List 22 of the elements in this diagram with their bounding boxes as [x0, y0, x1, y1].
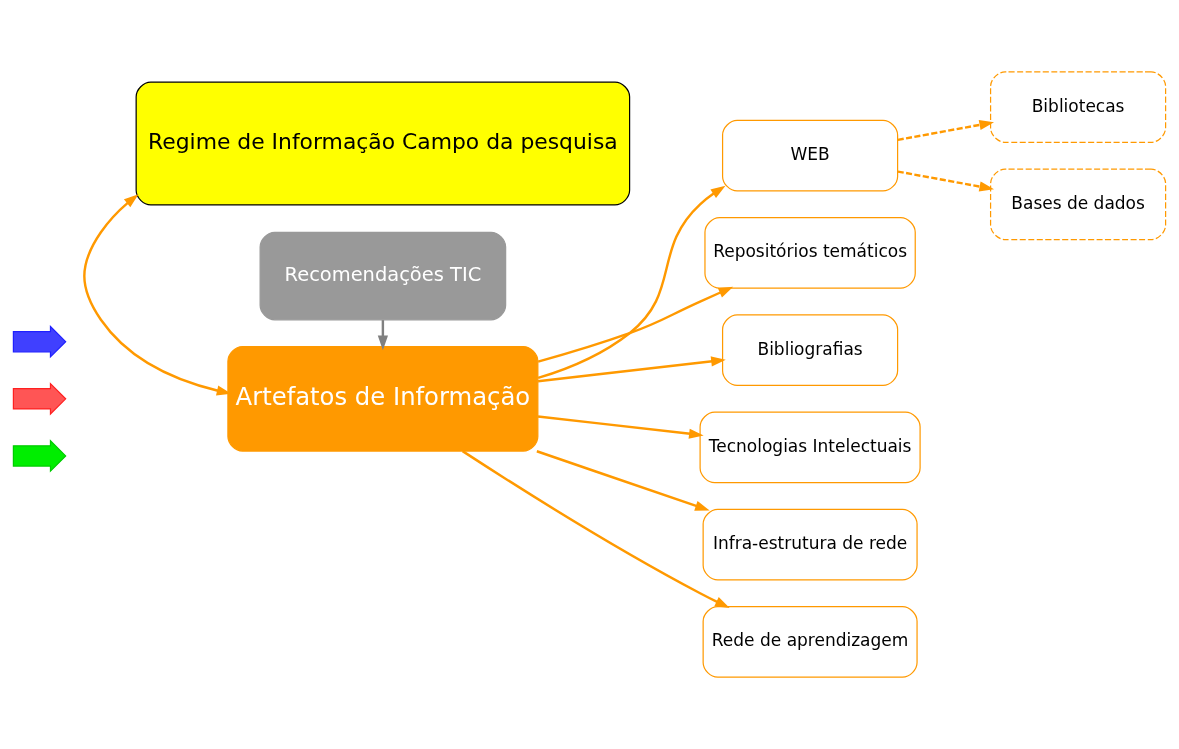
- node-box: WEB: [722, 119, 899, 192]
- node-box: Rede de aprendizagem: [702, 606, 918, 678]
- node-arrow: [12, 382, 67, 416]
- node-box: Regime de Informação Campo da pesquisa: [135, 81, 631, 206]
- node-box: Artefatos de Informação: [227, 345, 539, 452]
- node-arrow: [12, 439, 67, 473]
- node-box: Recomendações TIC: [259, 231, 507, 321]
- node-arrow: [12, 325, 67, 359]
- node-box: Bases de dados: [990, 168, 1167, 241]
- arrow: [537, 415, 704, 439]
- arrow: [897, 170, 994, 192]
- arrow: [536, 450, 710, 511]
- arrow: [537, 286, 734, 363]
- arrow: [537, 185, 726, 380]
- node-box: Infra-estrutura de rede: [702, 508, 918, 581]
- arrow: [537, 356, 726, 383]
- node-box: Bibliografias: [722, 314, 899, 387]
- node-box: Tecnologias Intelectuais: [699, 411, 921, 484]
- arrow: [461, 450, 730, 608]
- arrow: [897, 119, 994, 142]
- node-box: Bibliotecas: [990, 71, 1167, 143]
- node-box: Repositórios temáticos: [704, 217, 916, 289]
